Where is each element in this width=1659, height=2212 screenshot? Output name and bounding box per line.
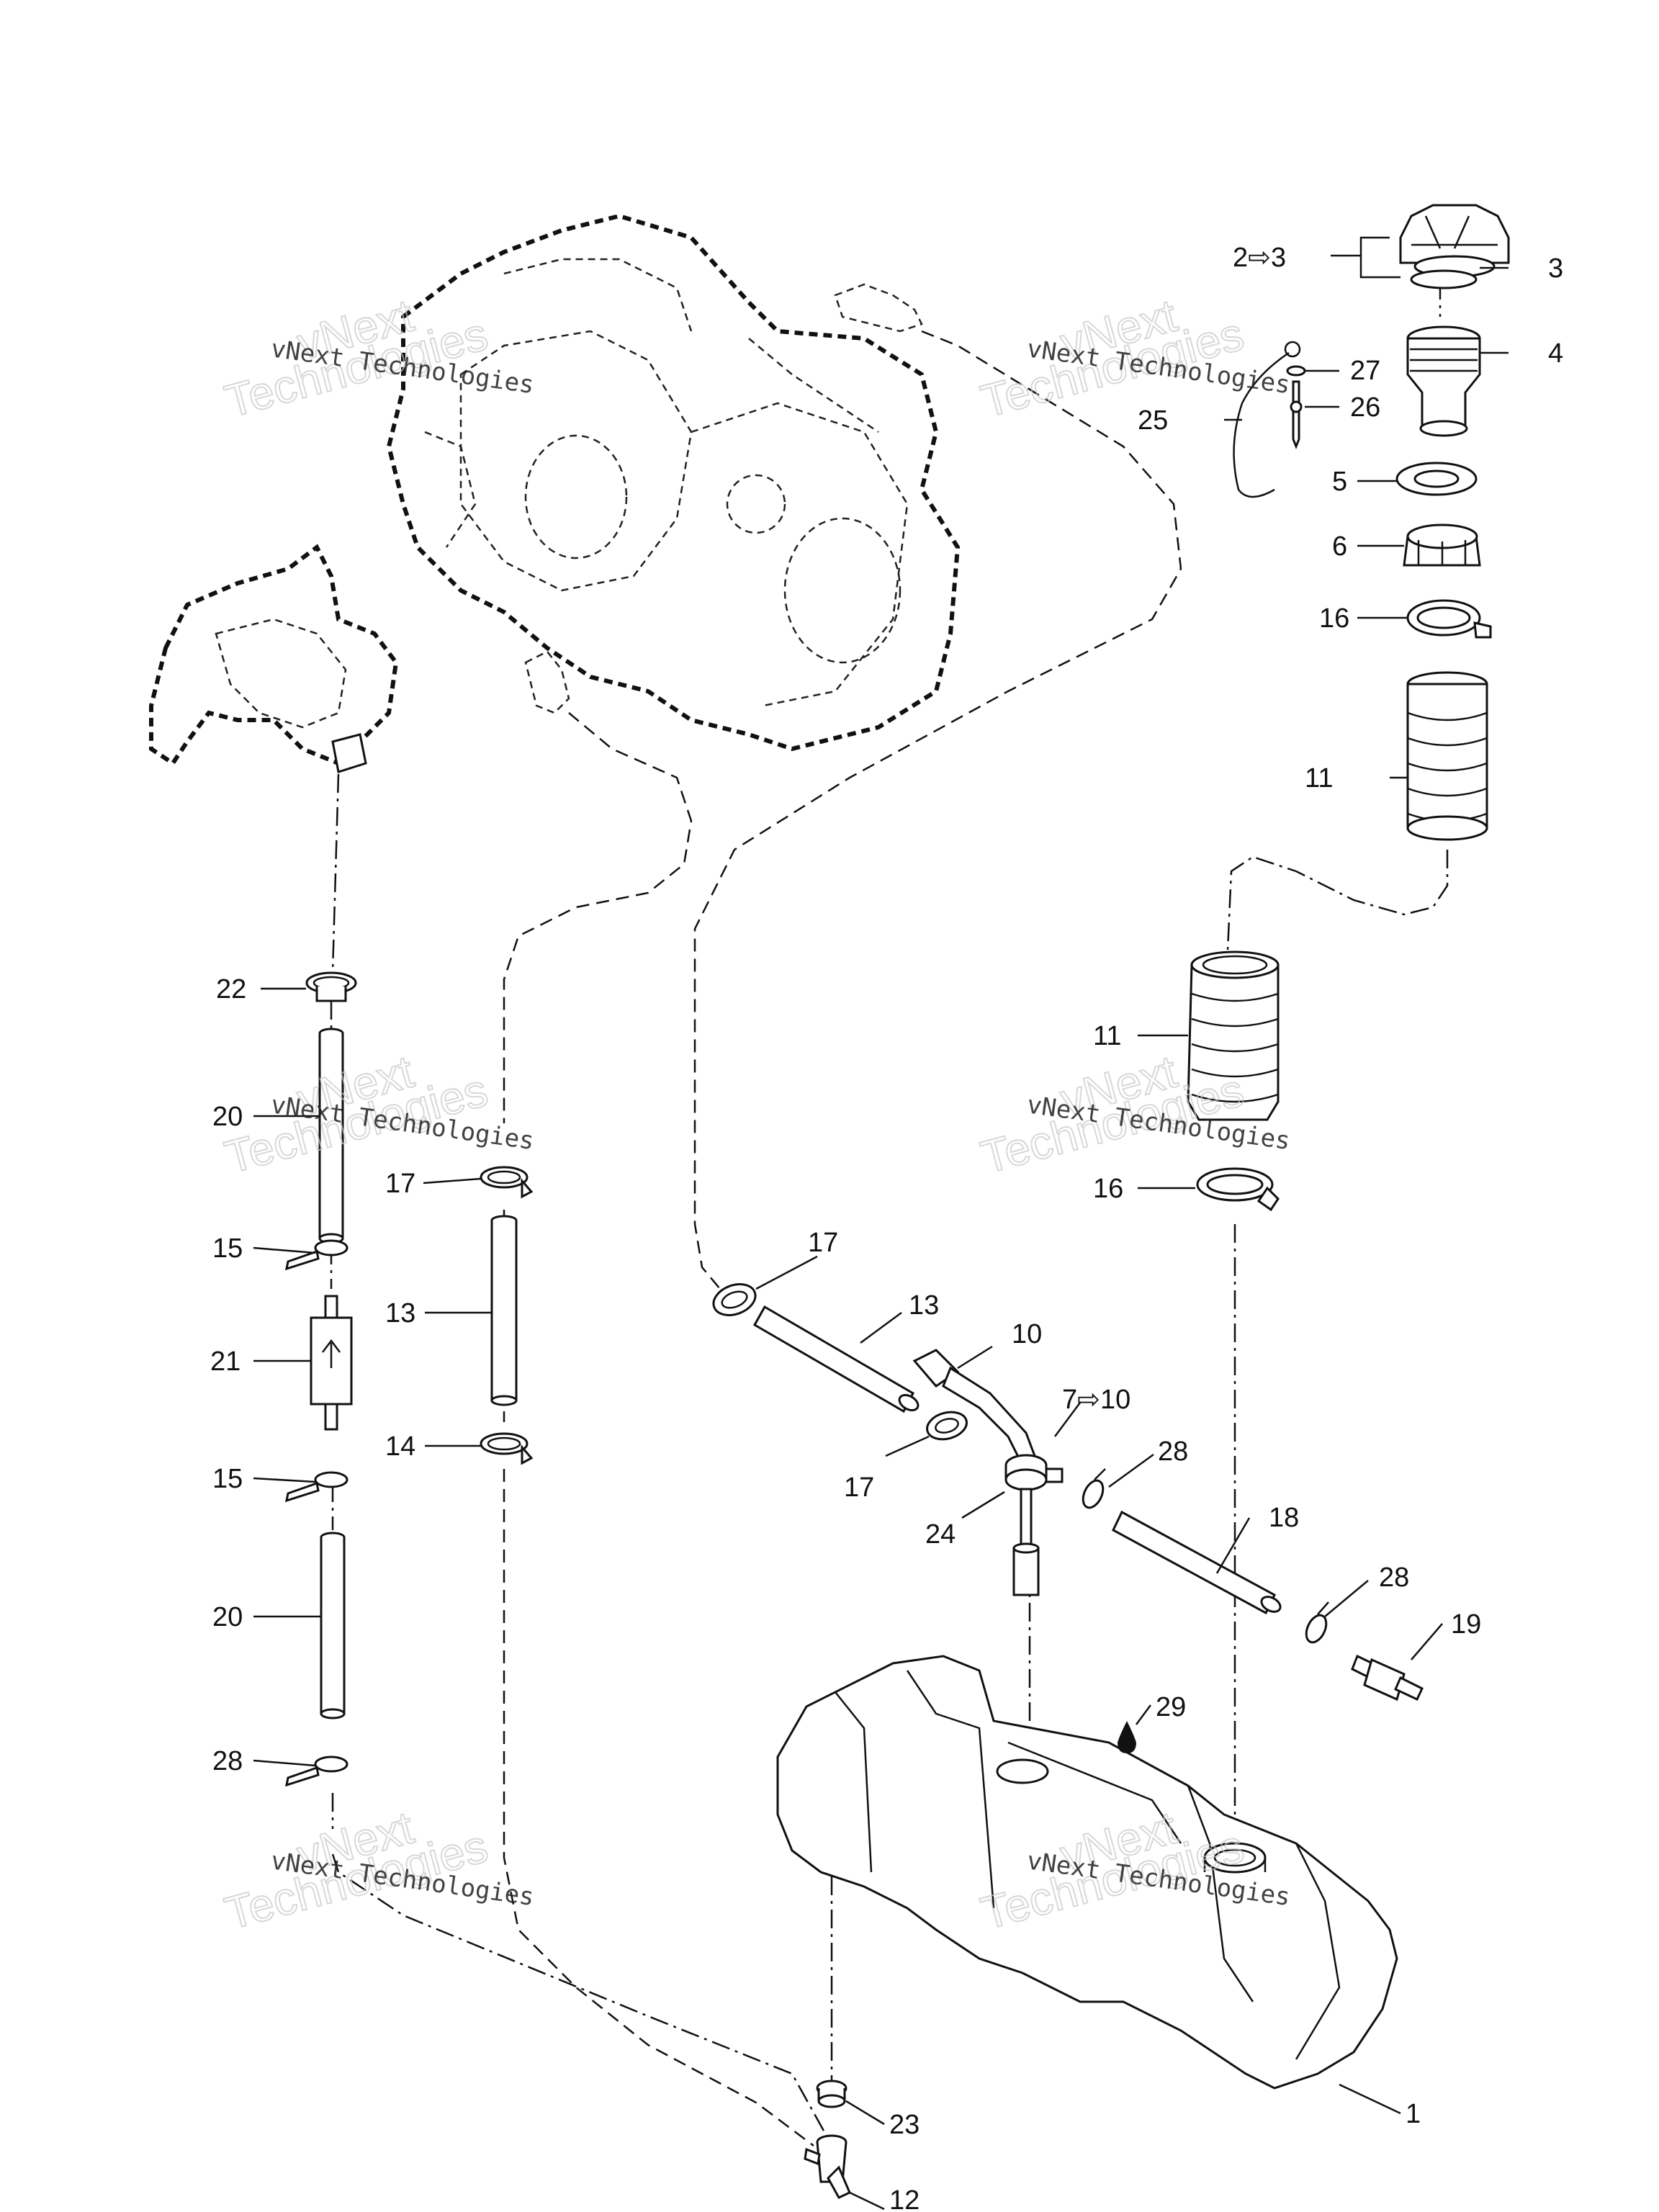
hose-13-angled (752, 1305, 920, 1413)
leader-lines (253, 236, 1509, 2211)
callout-28-left: 28 (212, 1746, 243, 1776)
callout-1: 1 (1406, 2099, 1421, 2129)
fuel-drop-icon (1118, 1721, 1136, 1753)
clamp-14 (480, 1432, 534, 1465)
watermark-top-left: Technologies vNext vNext Technologies (219, 289, 536, 428)
callout-7to10: 7⇨10 (1062, 1385, 1130, 1415)
grommet-23 (816, 2080, 848, 2108)
clamp-22 (305, 971, 357, 1002)
washer-5 (1395, 462, 1478, 496)
hose-20-lower (320, 1532, 346, 1719)
callout-20-lower: 20 (212, 1602, 243, 1632)
callout-17-center-upper: 17 (808, 1228, 838, 1258)
callout-23: 23 (889, 2110, 920, 2140)
fuel-pickup-24 (1004, 1454, 1064, 1596)
callout-15-lower: 15 (212, 1464, 243, 1494)
fuel-filter-21 (310, 1295, 353, 1431)
callout-15-upper: 15 (212, 1233, 243, 1264)
hose-20-upper (318, 1028, 344, 1244)
watermark-top-right: Technologies vNext vNext Technologies (975, 289, 1292, 428)
callout-20-upper: 20 (212, 1102, 243, 1132)
callout-14: 14 (385, 1431, 415, 1462)
callout-18: 18 (1269, 1503, 1299, 1533)
callout-4: 4 (1548, 338, 1563, 369)
watermark-mid-left: Technologies vNext vNext Technologies (219, 1045, 536, 1184)
callout-17-left: 17 (385, 1169, 415, 1199)
clip-28-left (285, 1755, 349, 1787)
hose-13-vertical (490, 1215, 518, 1406)
clamp-16-lower (1196, 1167, 1280, 1212)
callout-16-lower: 16 (1093, 1174, 1123, 1204)
drain-fitting-12 (804, 2134, 851, 2199)
clip-15-lower (285, 1471, 349, 1503)
callout-2to3: 2⇨3 (1233, 243, 1286, 273)
callout-19: 19 (1451, 1609, 1481, 1640)
engine-fitting-top (834, 283, 923, 333)
clip-15-upper (285, 1239, 349, 1271)
callout-labels: 2⇨3 3 4 27 26 25 5 6 16 11 11 16 22 20 1… (210, 243, 1563, 2212)
callout-16-upper: 16 (1319, 603, 1349, 634)
callout-21: 21 (210, 1346, 240, 1377)
clamp-17-left (480, 1166, 534, 1199)
engine-block-outline (386, 213, 961, 752)
callout-12: 12 (889, 2185, 920, 2212)
callout-13-vertical: 13 (385, 1298, 415, 1328)
clip-28-center-upper (1082, 1468, 1106, 1509)
bellows-hose-11-lower (1187, 950, 1280, 1121)
bellows-hose-11-upper (1406, 671, 1488, 841)
clip-28-center-lower (1305, 1601, 1329, 1644)
fuel-pump-outline (149, 544, 399, 773)
hose-18 (1112, 1510, 1282, 1615)
callout-28-center-lower: 28 (1379, 1563, 1409, 1593)
callout-26: 26 (1350, 392, 1380, 423)
clamp-17-center-upper (712, 1283, 757, 1316)
callout-10: 10 (1012, 1319, 1042, 1349)
clamp-16-upper (1406, 599, 1492, 639)
callout-29: 29 (1156, 1692, 1186, 1722)
filler-cap-2 (1399, 204, 1510, 278)
pin-26 (1290, 380, 1303, 450)
callout-25: 25 (1138, 405, 1168, 436)
callout-17-center-lower: 17 (844, 1473, 874, 1503)
callout-22: 22 (216, 974, 246, 1004)
callout-5: 5 (1332, 467, 1347, 497)
callout-3: 3 (1548, 253, 1563, 284)
filler-neck-4 (1406, 325, 1481, 437)
callout-28-center-upper: 28 (1158, 1437, 1188, 1467)
watermark-bottom-left: Technologies vNext vNext Technologies (219, 1801, 536, 1941)
nut-6 (1403, 523, 1481, 567)
callout-6: 6 (1332, 531, 1347, 562)
tether-25 (1233, 341, 1301, 498)
callout-27: 27 (1350, 356, 1380, 386)
callout-11-upper: 11 (1305, 763, 1333, 793)
clamp-17-center-lower (926, 1411, 968, 1441)
check-valve-19 (1351, 1654, 1424, 1701)
callout-24: 24 (925, 1519, 956, 1550)
fitting-10 (912, 1349, 1038, 1467)
gasket-3 (1410, 269, 1478, 289)
fuel-tank-1 (776, 1655, 1398, 2090)
callout-13-angled: 13 (909, 1290, 939, 1321)
callout-11-lower: 11 (1093, 1021, 1121, 1051)
engine-fitting-lower (524, 650, 570, 714)
